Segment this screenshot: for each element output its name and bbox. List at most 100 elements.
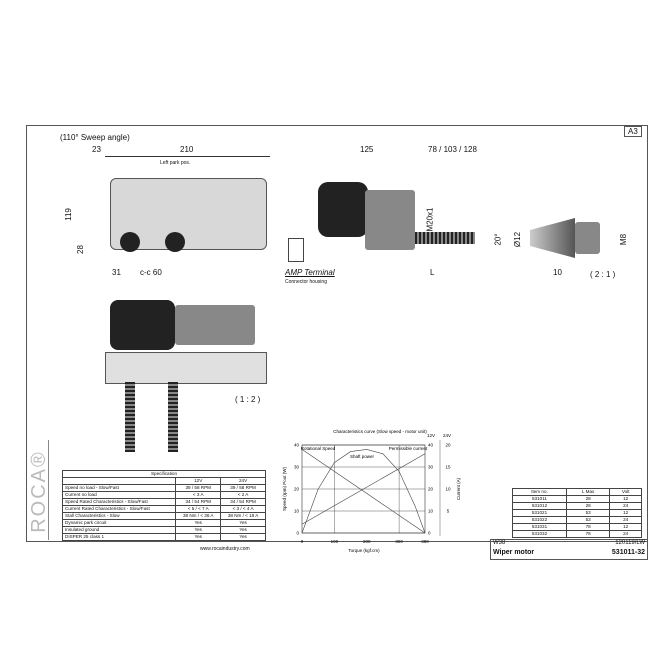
dim-78-103-128: 78 / 103 / 128 — [428, 145, 477, 154]
dim-23: 23 — [92, 145, 101, 154]
items-cell: 78 — [565, 523, 611, 531]
y2-header-24v: 24V — [443, 433, 451, 438]
y2-tick-12v: 30 — [428, 465, 434, 470]
title-block: W38 120119/LW Wiper motor 531011-32 — [490, 539, 648, 560]
dim-m8: M8 — [619, 233, 629, 246]
drawing-frame — [26, 125, 648, 542]
characteristics-chart: Characteristics curve (Slow speed - moto… — [282, 429, 461, 553]
spec-cell: 38 Nm / < 36 A — [175, 512, 222, 520]
x-tick: 200 — [363, 539, 371, 544]
spec-cell: Yes — [220, 519, 266, 527]
y2-label: Current (A) — [456, 477, 461, 500]
items-col: Volt — [609, 488, 642, 496]
shaft-right — [168, 382, 178, 452]
spec-cell: Current Rated Characteristics - Slow/Fas… — [61, 505, 177, 513]
spec-cell: DISPER 25 class 1 — [61, 533, 177, 541]
items-cell: 12 — [609, 495, 642, 503]
park-label: Left park pos. — [160, 160, 191, 166]
spec-cell: < 5 / < 7 A — [175, 505, 222, 513]
series-line — [301, 449, 426, 534]
dim-line — [105, 156, 270, 157]
dim-210: 210 — [180, 145, 194, 154]
dim-cc: c-c 60 — [140, 268, 162, 277]
items-cell: 531011 — [512, 495, 567, 503]
items-col: L Max — [565, 488, 611, 496]
spec-cell: 39 / 58 RPM — [220, 484, 266, 492]
spec-cell: < 2 A — [220, 491, 266, 499]
items-cell: 531031 — [512, 523, 567, 531]
spec-cell: 39 / 58 RPM — [175, 484, 222, 492]
spec-row: Current no load< 3 A< 2 A — [61, 491, 266, 499]
spec-title: Specification — [62, 470, 266, 478]
x-tick: 100 — [331, 539, 339, 544]
motor-end-view — [318, 182, 368, 237]
series-line — [301, 449, 426, 534]
dim-d12: Ø12 — [513, 231, 523, 248]
y-tick: 40 — [294, 443, 300, 448]
scale-2-1: ( 2 : 1 ) — [590, 270, 616, 279]
sheet-size: A3 — [624, 126, 642, 137]
items-cell: 78 — [565, 530, 611, 538]
items-cell: 28 — [565, 502, 611, 510]
spec-cell: Dynamic park circuit — [61, 519, 177, 527]
y-tick: 0 — [296, 531, 299, 536]
shaft-left — [125, 382, 135, 452]
items-cell: 531012 — [512, 502, 567, 510]
brand-strip: ROCA® — [26, 440, 50, 540]
y2-tick-24v: 20 — [445, 443, 451, 448]
spec-cell: Yes — [175, 519, 222, 527]
scale-1-2: ( 1 : 2 ) — [235, 395, 261, 404]
spec-cell: < 3 A — [175, 491, 222, 499]
tb-number: 531011-32 — [611, 549, 645, 556]
mount-plate — [105, 352, 267, 384]
items-col: Item no. — [512, 488, 567, 496]
dim-28: 28 — [75, 245, 85, 254]
y2-tick-24v: 5 — [447, 509, 450, 514]
dim-31: 31 — [112, 268, 121, 277]
items-cell: 24 — [609, 516, 642, 524]
items-cell: 531022 — [512, 516, 567, 524]
spec-col: 12V — [175, 477, 222, 485]
amp-sub: Connector housing — [285, 279, 327, 285]
items-cell: 28 — [565, 495, 611, 503]
spec-cell: Yes — [220, 533, 266, 541]
spec-row: Current Rated Characteristics - Slow/Fas… — [61, 505, 266, 513]
spec-cell: 34 / 54 RPM — [175, 498, 222, 506]
amp-label: AMP Terminal — [285, 268, 335, 277]
spec-cell: Current no load — [61, 491, 177, 499]
spec-cell: 34 / 54 RPM — [220, 498, 266, 506]
spec-cell: 38 Nm / < 18 A — [220, 512, 266, 520]
items-cell: 24 — [609, 530, 642, 538]
spec-cell: Insulated ground — [61, 526, 177, 534]
series-label: Shaft power — [350, 454, 375, 459]
spec-col: 24V — [220, 477, 266, 485]
series-line — [301, 453, 426, 525]
dim-L: L — [430, 268, 435, 277]
y2-tick-24v: 15 — [445, 465, 451, 470]
y2-tick-12v: 0 — [428, 531, 431, 536]
spec-cell: Speed no load - Slow/Fast — [61, 484, 177, 492]
y-label: Speed (rpm) Pout (W) — [282, 466, 287, 511]
tb-code: W38 — [493, 540, 506, 546]
tb-name: Wiper motor — [493, 549, 535, 556]
items-cell: 24 — [609, 502, 642, 510]
spec-cell: < 3 / < 4 A — [220, 505, 266, 513]
y-tick: 30 — [294, 465, 300, 470]
dim-125: 125 — [360, 145, 374, 154]
spindle-left — [120, 232, 140, 252]
spec-cell: Speed Rated Characteristics - Slow/Fast — [61, 498, 177, 506]
brand-logo: ROCA® — [27, 450, 50, 533]
items-cell: 12 — [609, 509, 642, 517]
y-tick: 10 — [294, 509, 300, 514]
spindle-right — [165, 232, 185, 252]
items-cell: 531032 — [512, 530, 567, 538]
gearbox-front — [175, 305, 255, 345]
